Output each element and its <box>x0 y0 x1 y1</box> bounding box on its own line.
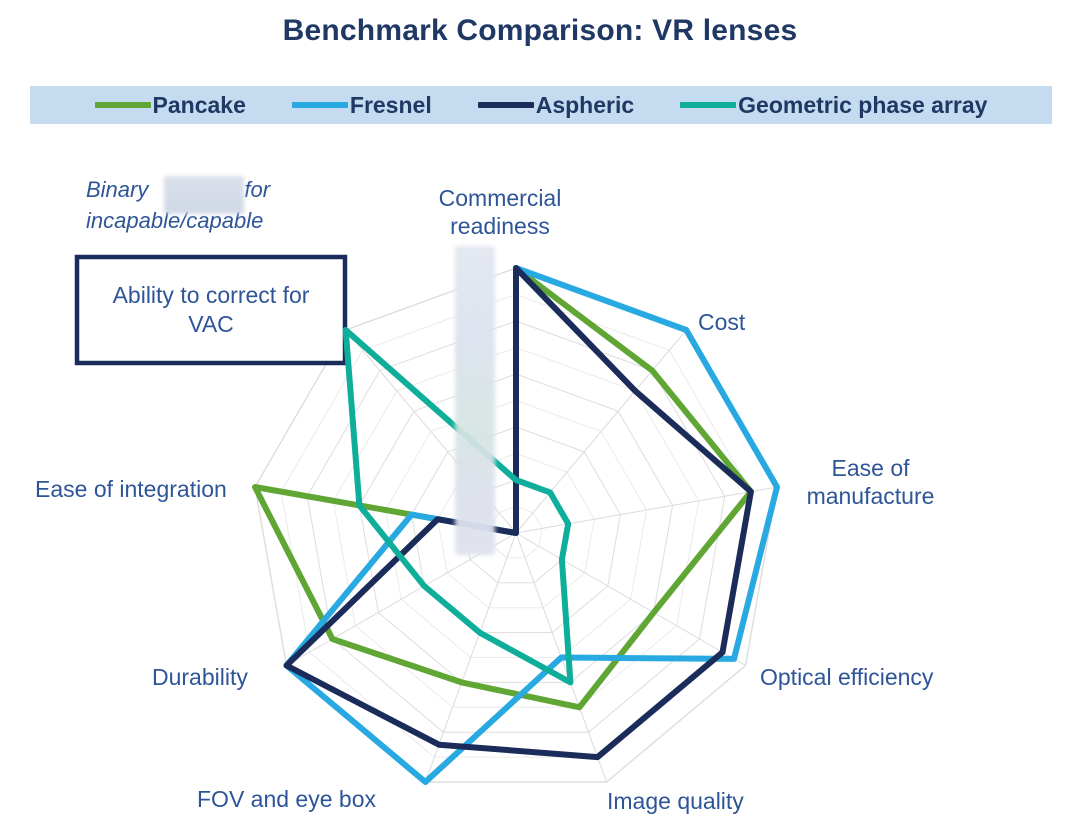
legend-item-geometric-phase-array: Geometric phase array <box>680 92 987 119</box>
axis-label-commercial-readiness: Commercial readiness <box>438 185 562 240</box>
series-geometric-phase-array <box>342 327 574 686</box>
axis-label-ease-of-integration: Ease of integration <box>35 476 227 502</box>
axis-label-optical-efficiency: Optical efficiency <box>760 664 934 690</box>
grid-spoke <box>286 532 517 666</box>
redaction-overlay-axis-scale <box>455 246 495 555</box>
page-title: Benchmark Comparison: VR lenses <box>282 14 798 47</box>
vac-axis-label-box: Ability to correct for VAC <box>77 257 345 363</box>
grid-spoke <box>424 532 517 783</box>
grid-ring <box>332 346 700 708</box>
pancake-line-swatch-icon <box>94 102 151 108</box>
axis-label-ability-to-correct-for-vac: Ability to correct for VAC <box>112 282 310 337</box>
aspheric-line-swatch-icon <box>477 102 534 108</box>
geometric-phase-array-line-swatch-icon <box>680 102 737 108</box>
redaction-overlay-note-word <box>164 176 244 214</box>
legend: Pancake Fresnel Aspheric Geometric phase… <box>30 86 1052 124</box>
grid-spoke <box>515 329 687 534</box>
axis-label-ease-of-manufacture: Ease of manufacture <box>806 455 935 510</box>
grid-ring <box>384 399 648 658</box>
axis-label-image-quality: Image quality <box>607 788 744 814</box>
legend-label: Pancake <box>152 91 246 118</box>
grid-spoke <box>515 486 778 534</box>
grid-spoke <box>515 532 746 666</box>
note-prefix: Binary <box>86 177 149 202</box>
axis-label-cost: Cost <box>698 309 746 335</box>
legend-label: Aspheric <box>535 91 635 118</box>
axis-label-fov-and-eye-box: FOV and eye box <box>197 786 376 812</box>
legend-label: Geometric phase array <box>738 91 988 118</box>
legend-label: Fresnel <box>349 91 432 118</box>
grid-ring <box>437 452 595 609</box>
grid-ring <box>411 426 621 634</box>
grid-ring <box>358 373 674 683</box>
vac-callout-box-outline <box>74 254 348 366</box>
axis-label-durability: Durability <box>152 664 248 690</box>
note-suffix: for <box>244 177 271 202</box>
legend-item-aspheric: Aspheric <box>477 91 635 119</box>
legend-item-pancake: Pancake <box>94 91 246 119</box>
fresnel-line-swatch-icon <box>291 102 348 108</box>
legend-item-fresnel: Fresnel <box>291 91 432 119</box>
grid-ring <box>280 293 752 758</box>
